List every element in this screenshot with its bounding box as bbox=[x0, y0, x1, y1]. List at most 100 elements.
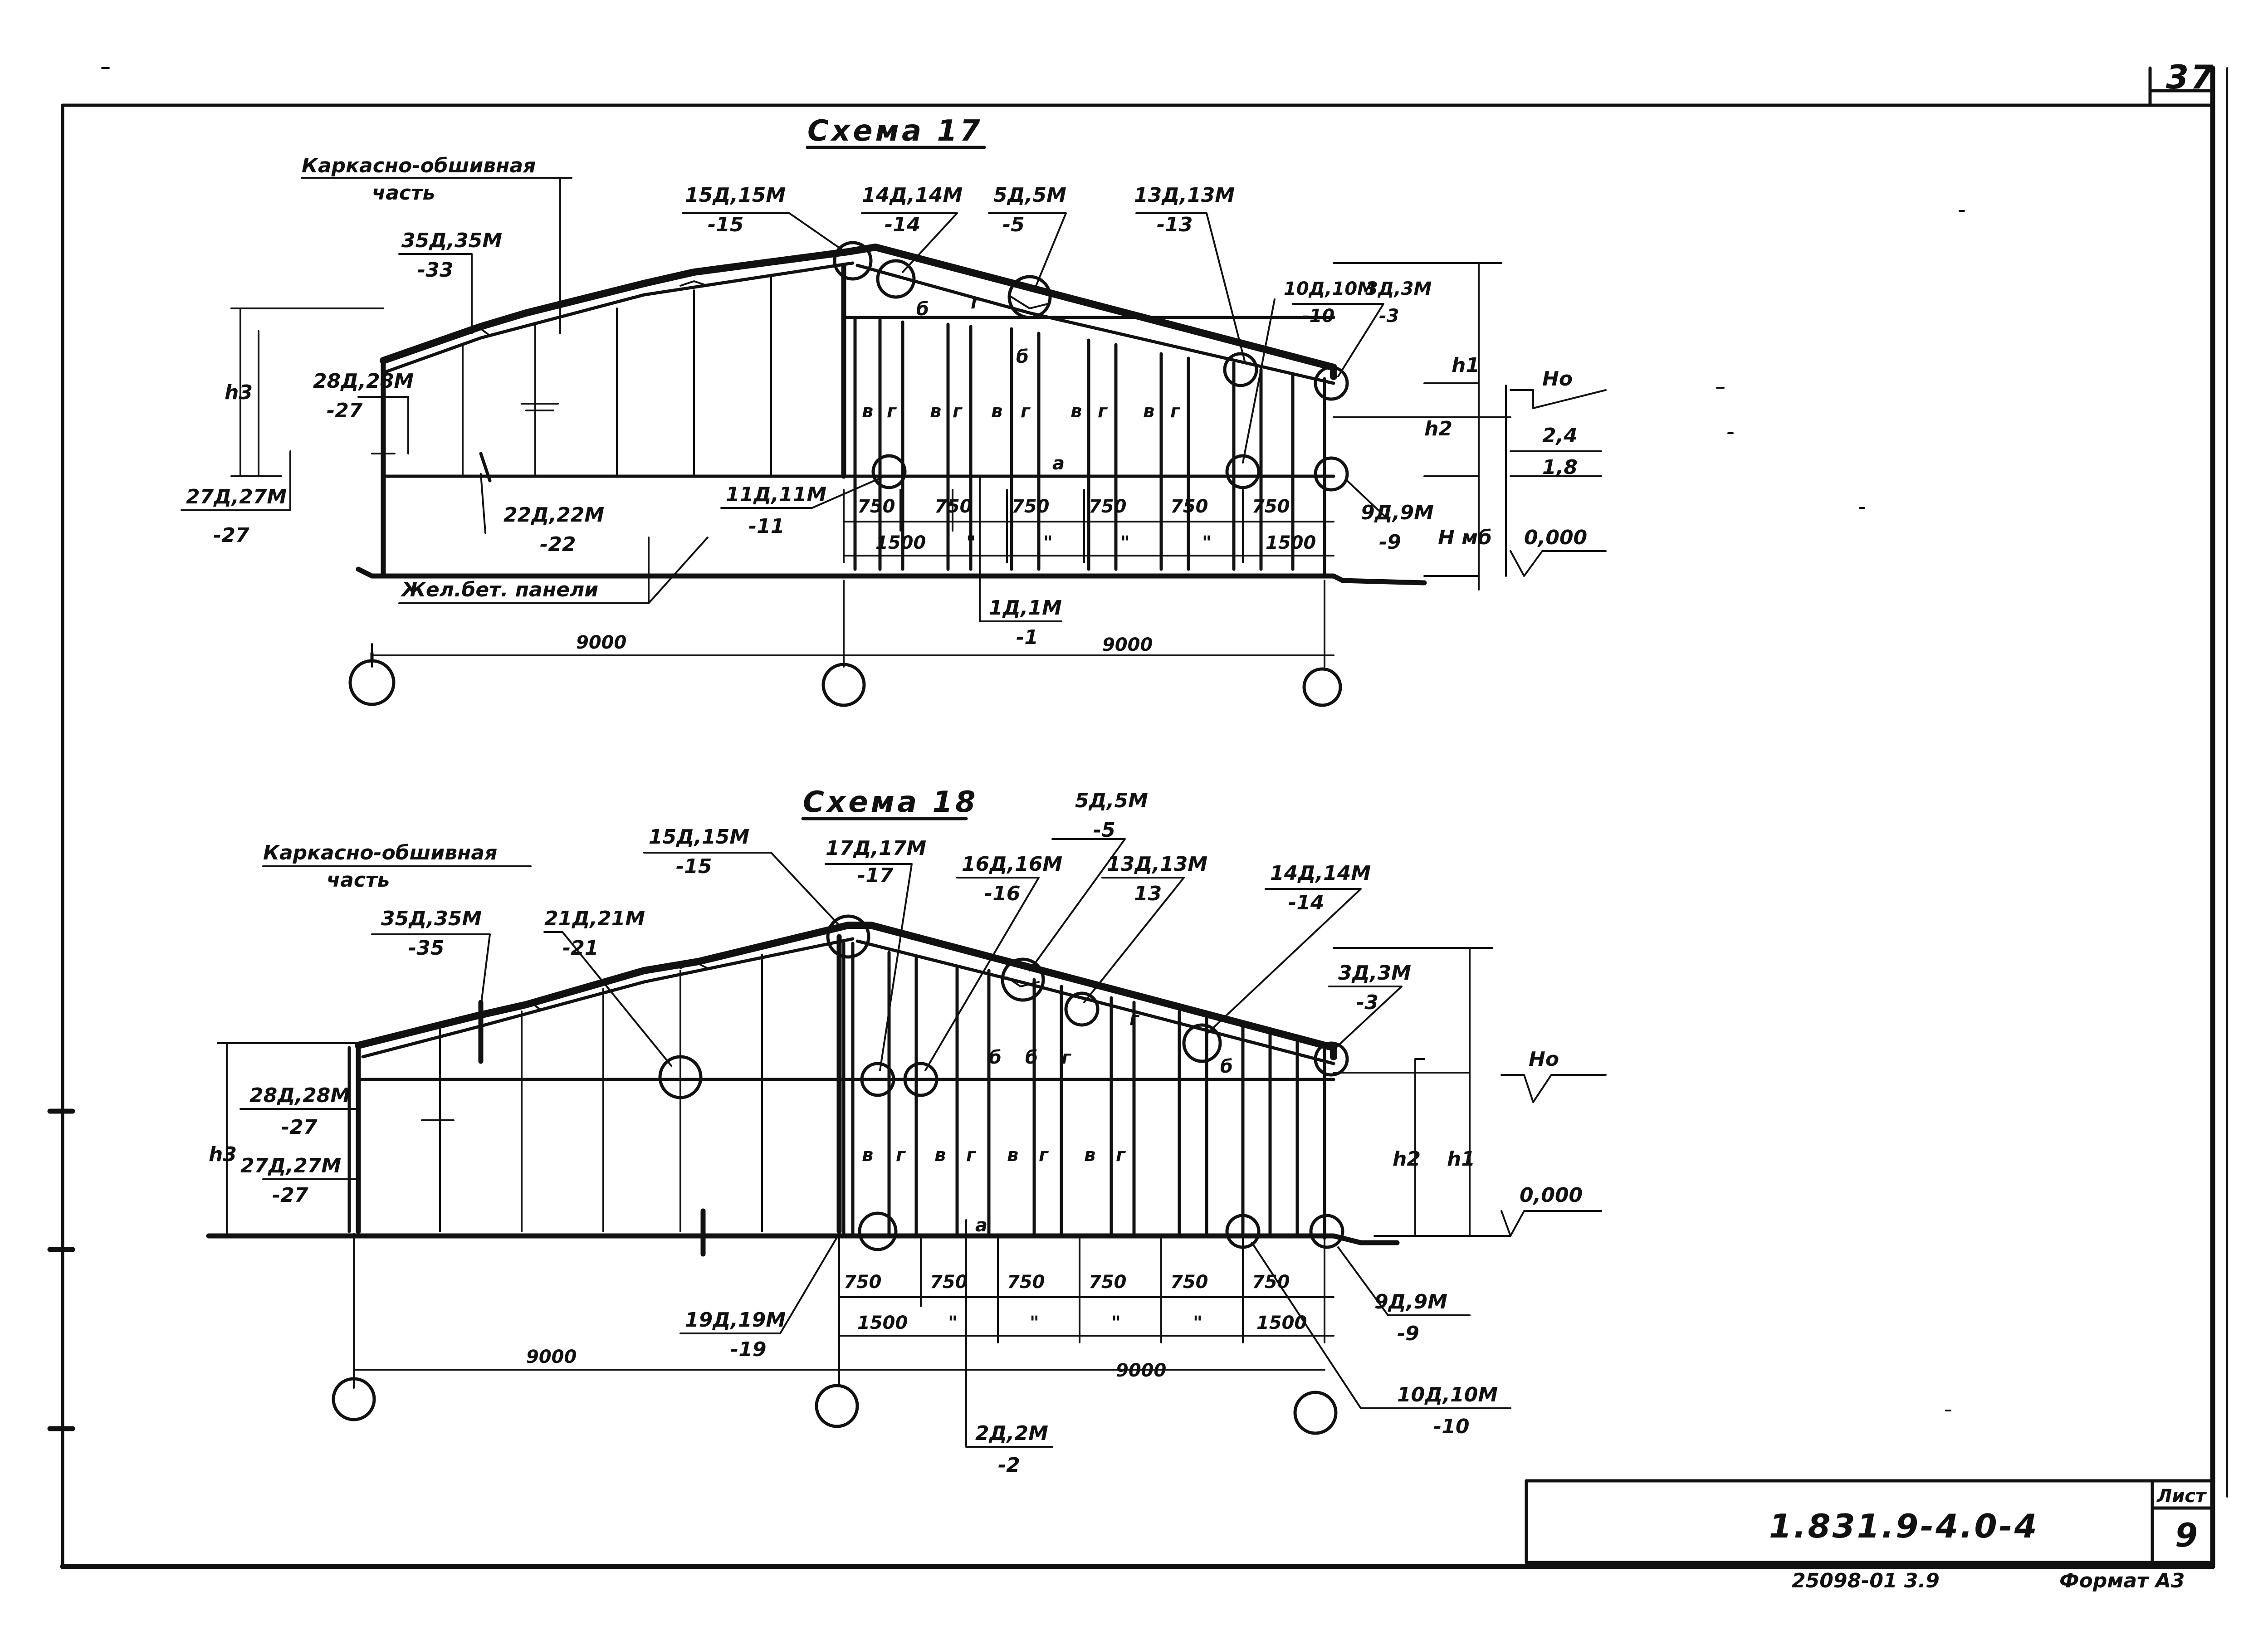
s17-callout-5: 5Д,5М bbox=[993, 184, 1066, 207]
s18-mark: а bbox=[975, 1215, 987, 1236]
s17-spacing: 750 bbox=[1089, 496, 1127, 517]
s18-callout-9: 9Д,9М bbox=[1374, 1290, 1447, 1313]
s18-callout-13: 13Д,13М bbox=[1107, 853, 1207, 876]
s18-callout-15: 15Д,15М bbox=[649, 825, 749, 849]
s17-panel-width: " bbox=[1120, 532, 1130, 553]
s17-callout-35: 35Д,35М bbox=[401, 229, 502, 252]
s17-callout-15-sub: -15 bbox=[708, 213, 744, 236]
s17-height-h2: h2 bbox=[1424, 417, 1452, 440]
sheet-list-number: 9 bbox=[2175, 1516, 2200, 1554]
s17-callout-5-sub: -5 bbox=[1002, 213, 1025, 236]
s18-spacing: 750 bbox=[1007, 1272, 1045, 1293]
s18-callout-3-sub: -3 bbox=[1356, 991, 1378, 1014]
s18-mark: в bbox=[934, 1145, 946, 1166]
archive-number: 25098-01 3.9 bbox=[1792, 1569, 1940, 1592]
s17-callout-13: 13Д,13М bbox=[1134, 184, 1235, 207]
s17-mark: г bbox=[887, 401, 897, 422]
scheme-17-frame-part-line1: Каркасно-обшивная bbox=[302, 154, 536, 177]
s17-level-ho: Ho bbox=[1542, 367, 1573, 391]
s18-mark: г bbox=[1061, 1047, 1071, 1068]
s17-callout-13-sub: -13 bbox=[1157, 213, 1193, 236]
s18-height-h3: h3 bbox=[209, 1143, 237, 1166]
s17-spacing: 750 bbox=[1252, 496, 1290, 517]
s18-callout-5-sub: -5 bbox=[1093, 819, 1115, 842]
scheme-17: Схема 17 Каркасно-обшивная часть bbox=[181, 114, 1607, 707]
s17-callout-3: 3Д,3М bbox=[1365, 278, 1432, 299]
page-number: 37 bbox=[2166, 58, 2215, 96]
s17-level-0: 0,000 bbox=[1524, 526, 1587, 549]
format-label: Формат А3 bbox=[2059, 1569, 2185, 1592]
s17-panel-width: " bbox=[1043, 532, 1053, 553]
s17-callout-9-sub: -9 bbox=[1379, 531, 1401, 554]
s17-mark: г bbox=[1021, 401, 1031, 422]
s17-mark: в bbox=[862, 401, 873, 422]
s17-callout-14-sub: -14 bbox=[885, 213, 921, 236]
s18-panel-width: " bbox=[948, 1313, 958, 1333]
s18-spacing: 750 bbox=[1089, 1272, 1127, 1293]
sheet-frame bbox=[47, 65, 2228, 1569]
s17-panel-width: 1500 bbox=[1266, 532, 1316, 553]
s18-callout-21-sub: -21 bbox=[562, 937, 599, 960]
s18-panel-width: " bbox=[1111, 1313, 1121, 1333]
s17-callout-14: 14Д,14М bbox=[862, 184, 963, 207]
s18-callout-28-sub: -27 bbox=[281, 1116, 318, 1139]
s18-callout-3: 3Д,3М bbox=[1338, 962, 1411, 985]
scheme-18-title: Схема 18 bbox=[803, 786, 978, 819]
s18-spacing: 750 bbox=[1170, 1272, 1208, 1293]
title-block bbox=[1525, 1479, 2214, 1564]
s17-level-1-8: 1,8 bbox=[1542, 456, 1578, 479]
s18-callout-16-sub: -16 bbox=[984, 882, 1021, 905]
scheme-18-frame-part-line2: часть bbox=[327, 869, 390, 892]
s18-callout-14: 14Д,14М bbox=[1270, 862, 1371, 885]
s18-mark: в bbox=[862, 1145, 873, 1166]
s18-panel-width: 1500 bbox=[1256, 1313, 1307, 1333]
s18-callout-35-sub: -35 bbox=[408, 937, 445, 960]
s18-span-right: 9000 bbox=[1116, 1360, 1166, 1381]
s17-span-left: 9000 bbox=[576, 632, 626, 653]
s17-callout-22: 22Д,22М bbox=[503, 503, 604, 527]
s17-callout-3-sub: -3 bbox=[1379, 306, 1399, 327]
s17-height-h3: h3 bbox=[225, 381, 253, 404]
s17-spacing: 750 bbox=[1012, 496, 1050, 517]
drawing-code: 1.831.9-4.0-4 bbox=[1769, 1507, 2039, 1545]
s17-callout-15: 15Д,15М bbox=[685, 184, 786, 207]
s18-callout-17-sub: -17 bbox=[857, 864, 894, 887]
s18-callout-10: 10Д,10М bbox=[1397, 1383, 1498, 1406]
s17-panel-width: 1500 bbox=[875, 532, 926, 553]
s17-panel-width: " bbox=[1202, 532, 1212, 553]
s17-callout-11: 11Д,11М bbox=[726, 483, 826, 506]
s17-spacing: 750 bbox=[934, 496, 973, 517]
s17-callout-10: 10Д,10М bbox=[1284, 278, 1375, 299]
s18-mark: в bbox=[1007, 1145, 1018, 1166]
s18-callout-14-sub: -14 bbox=[1288, 891, 1325, 914]
s18-mark: б bbox=[1025, 1047, 1038, 1068]
s18-spacing: 750 bbox=[930, 1272, 968, 1293]
s18-callout-21: 21Д,21М bbox=[544, 907, 645, 930]
s17-level-2-4: 2,4 bbox=[1542, 424, 1578, 447]
s17-mark: г bbox=[953, 401, 963, 422]
s18-mark: г bbox=[1039, 1145, 1049, 1166]
s18-callout-10-sub: -10 bbox=[1433, 1415, 1470, 1438]
s17-callout-27-sub: -27 bbox=[213, 524, 249, 547]
s18-mark: г bbox=[1129, 1009, 1139, 1030]
s17-spacing: 750 bbox=[1170, 496, 1208, 517]
s17-span-right: 9000 bbox=[1102, 635, 1153, 655]
s18-spacing: 750 bbox=[844, 1272, 882, 1293]
s18-callout-2-sub: -2 bbox=[998, 1454, 1020, 1477]
s17-spacing: 750 bbox=[857, 496, 895, 517]
s18-level-0: 0,000 bbox=[1520, 1184, 1583, 1207]
scheme-17-frame-part-line2: часть bbox=[372, 181, 435, 205]
s18-callout-5: 5Д,5М bbox=[1075, 789, 1148, 812]
s18-callout-16: 16Д,16М bbox=[962, 853, 1062, 876]
s17-callout-28: 28Д,28М bbox=[313, 370, 414, 393]
s17-concrete-panels: Жел.бет. панели bbox=[400, 578, 598, 601]
s17-mark: б bbox=[916, 299, 929, 320]
s18-mark: г bbox=[1116, 1145, 1126, 1166]
s18-callout-27-sub: -27 bbox=[272, 1184, 308, 1207]
s17-callout-28-sub: -27 bbox=[327, 399, 363, 422]
s17-height-hmb: H мб bbox=[1438, 526, 1492, 549]
s18-mark: в bbox=[1084, 1145, 1095, 1166]
s17-mark: в bbox=[930, 401, 941, 422]
s18-level-ho: Ho bbox=[1529, 1048, 1559, 1071]
s17-mark: г bbox=[1170, 401, 1180, 422]
